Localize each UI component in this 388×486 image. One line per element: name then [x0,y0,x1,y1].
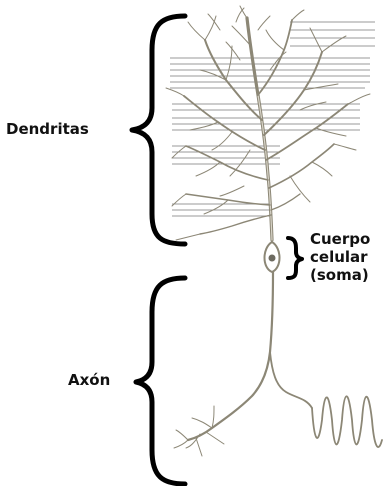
soma [265,242,280,272]
axon [174,272,382,456]
soma-label-line-2: celular [310,248,368,266]
axon-label: Axón [68,371,110,389]
axon-brace [136,278,185,484]
dendrites-label: Dendritas [6,120,89,138]
soma-label-line-3: (soma) [310,266,369,284]
nucleus [269,255,276,262]
dendritic-tree [166,6,370,240]
soma-label-line-1: Cuerpo [310,230,370,248]
soma-brace [288,238,302,278]
